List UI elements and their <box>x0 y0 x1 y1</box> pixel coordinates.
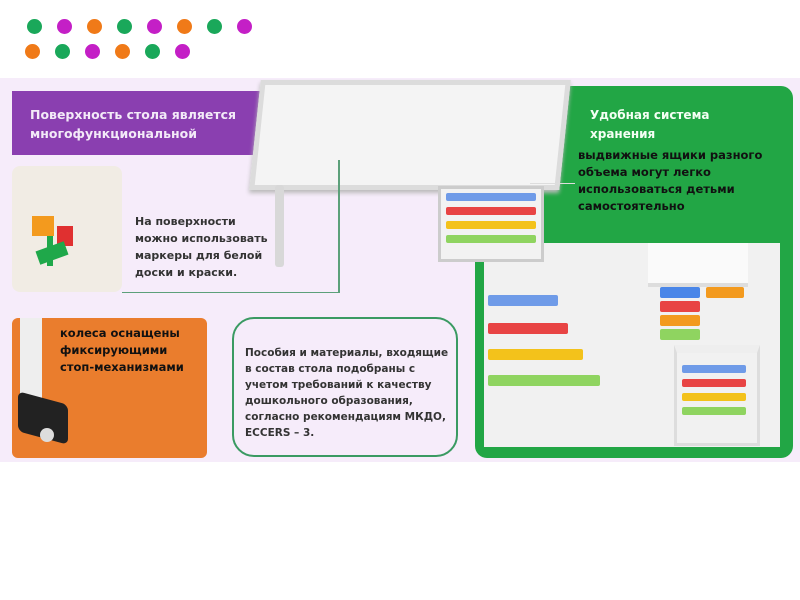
table-image <box>249 80 571 190</box>
materials-text: Пособия и материалы, входящие в состав с… <box>245 345 448 441</box>
dot-magenta <box>57 19 72 34</box>
dot-magenta <box>85 44 100 59</box>
dot-orange <box>177 19 192 34</box>
connector-line <box>122 292 340 293</box>
wheels-text-line: фиксирующими <box>60 343 168 357</box>
storage-text-line: использоваться детьми <box>578 182 735 196</box>
materials-text-line: учетом требований к качеству <box>245 379 432 391</box>
storage-title-line2: хранения <box>590 127 656 141</box>
storage-text-line: объема могут легко <box>578 165 711 179</box>
dot-green <box>145 44 160 59</box>
dot-green <box>55 44 70 59</box>
surface-text-line: доски и краски. <box>135 266 238 279</box>
storage-text-line: самостоятельно <box>578 199 685 213</box>
connector-line <box>338 160 340 293</box>
materials-text-line: в состав стола подобраны с <box>245 363 416 375</box>
table-leg <box>275 185 284 267</box>
materials-box <box>232 317 458 457</box>
surface-photo <box>12 166 122 292</box>
dot-magenta <box>237 19 252 34</box>
surface-text-line: На поверхности <box>135 215 236 228</box>
dot-orange <box>115 44 130 59</box>
dot-green <box>207 19 222 34</box>
surface-title-banner: Поверхность стола является многофункцион… <box>12 91 282 155</box>
materials-text-line: ECCERS – 3. <box>245 427 315 439</box>
dot-green <box>27 19 42 34</box>
wheels-text: колеса оснащены фиксирующими стоп-механи… <box>60 325 184 376</box>
wheels-text-line: стоп-механизмами <box>60 360 184 374</box>
surface-text-line: маркеры для белой <box>135 249 263 262</box>
materials-text-line: Пособия и материалы, входящие <box>245 347 449 359</box>
surface-text: На поверхности можно использовать маркер… <box>135 213 268 281</box>
dot-orange <box>87 19 102 34</box>
storage-text-line: выдвижные ящики разного <box>578 148 763 162</box>
surface-title-line2: многофункциональной <box>30 126 197 141</box>
dot-magenta <box>175 44 190 59</box>
table-drawers <box>438 186 544 262</box>
surface-title-line1: Поверхность стола является <box>30 107 237 122</box>
materials-text-line: согласно рекомендациям МКДО, <box>245 411 446 423</box>
dot-green <box>117 19 132 34</box>
dot-magenta <box>147 19 162 34</box>
dot-orange <box>25 44 40 59</box>
storage-title: Удобная система хранения <box>590 106 709 144</box>
surface-text-line: можно использовать <box>135 232 268 245</box>
storage-title-line1: Удобная система <box>590 108 710 122</box>
connector-line <box>530 183 575 184</box>
drawers-photo <box>484 243 780 447</box>
materials-text-line: дошкольного образования, <box>245 395 413 407</box>
wheels-panel <box>12 318 207 458</box>
storage-text: выдвижные ящики разного объема могут лег… <box>578 147 762 215</box>
wheels-text-line: колеса оснащены <box>60 326 180 340</box>
